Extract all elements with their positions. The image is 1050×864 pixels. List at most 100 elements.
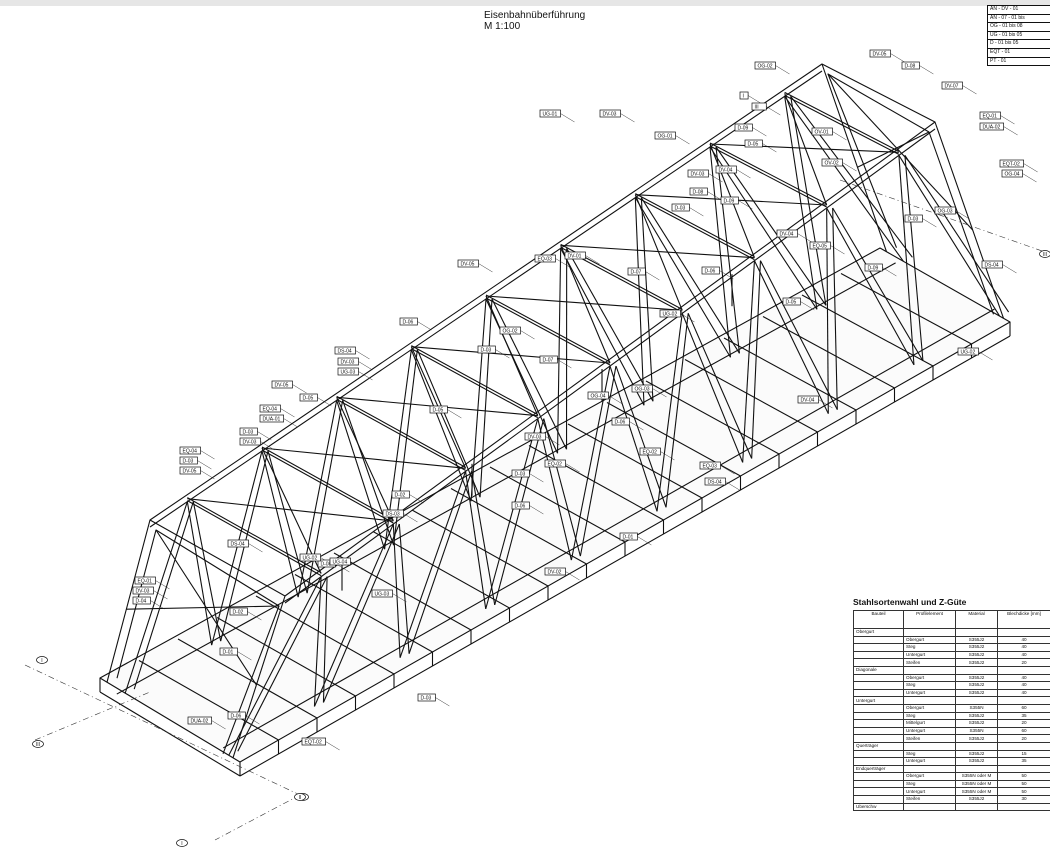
part-tag: D-02	[229, 607, 248, 615]
top-x-brace	[261, 447, 322, 574]
part-tag-leader	[978, 351, 993, 361]
part-tag-label: D-03	[515, 471, 526, 477]
material-value: S355J2	[955, 734, 998, 743]
part-tag-label: EQ-03	[703, 463, 718, 469]
part-tag-label: DS-04	[338, 348, 352, 354]
axis-line	[839, 179, 1046, 253]
part-tag-box	[179, 446, 201, 455]
part-tag-box	[754, 61, 776, 70]
front-truss-diagonal	[485, 418, 539, 610]
top-cross-beam	[635, 196, 755, 261]
axis-marker-circle	[32, 740, 44, 748]
rear-truss-diagonal	[715, 146, 827, 306]
thickness-value: 40	[997, 650, 1050, 660]
part-tag-label: DUA-02	[191, 718, 209, 724]
part-tag: D-03	[239, 427, 258, 435]
part-tag: EQ-02	[544, 459, 566, 467]
part-tag-leader	[478, 263, 493, 273]
rear-truss-diagonal	[186, 501, 213, 646]
part-tag: EQ-03	[699, 461, 721, 469]
part-tag-box	[337, 357, 359, 366]
thickness-value: 15	[997, 749, 1050, 759]
part-tag: DV-04	[715, 165, 737, 173]
part-tag: UG-01	[539, 109, 561, 117]
steel-table-cell	[997, 802, 1050, 812]
cross-beam	[450, 488, 587, 565]
part-tag-leader	[955, 210, 970, 220]
axis-markers: IIIIIIIIIIII	[32, 250, 1050, 847]
steel-table-cell	[853, 688, 904, 698]
part-tag-label: EQ-04	[183, 448, 198, 454]
part-tag-label: D-07	[543, 357, 554, 363]
part-tag-leader	[245, 715, 260, 725]
rear-truss-diagonal	[715, 146, 741, 354]
part-tag-label: I	[743, 93, 744, 99]
part-tag-box	[227, 711, 246, 720]
profile-element: Untergurt	[903, 688, 956, 698]
part-tag-leader	[922, 218, 937, 228]
part-tag-leader	[962, 85, 977, 95]
part-tag-label: D-08	[905, 63, 916, 69]
part-tag-leader	[358, 361, 373, 371]
part-tag-label: DV-03	[691, 171, 705, 177]
part-tag-leader	[620, 113, 635, 123]
steel-table-cell	[853, 719, 904, 728]
top-x-brace	[560, 244, 755, 259]
part-tag-label: OG-03	[938, 208, 953, 214]
steel-table-cell	[853, 757, 904, 766]
part-tag-label: DV-05	[275, 382, 289, 388]
part-tag-box	[864, 263, 883, 272]
front-truss-diagonal	[656, 313, 683, 512]
cross-beam	[840, 273, 972, 345]
top-cross-beam	[187, 500, 322, 577]
part-tag-label: D-06	[615, 419, 626, 425]
top-cross-beam	[784, 94, 900, 155]
axis-line	[24, 664, 301, 796]
far-end-portal	[821, 63, 1005, 319]
part-tag-leader	[545, 436, 560, 446]
rear-truss-diagonal	[124, 501, 188, 694]
part-tag-leader	[660, 451, 675, 461]
part-tag: OG-01	[654, 131, 676, 139]
part-tag-leader	[392, 593, 407, 603]
part-tag-leader	[197, 460, 212, 470]
steel-table-cell	[853, 635, 904, 645]
rear-truss-diagonal	[342, 400, 395, 546]
part-tag-leader	[317, 397, 332, 407]
thickness-value: 50	[997, 772, 1050, 781]
top-cross-beam	[411, 348, 539, 419]
part-tag-leader	[719, 270, 734, 280]
legend-row: EQT - 01	[988, 49, 1050, 58]
part-tag-label: DS-03	[386, 511, 400, 517]
part-tag-leader	[211, 720, 226, 730]
part-tag-box	[809, 241, 831, 250]
rear-truss-diagonal	[336, 400, 386, 550]
material-value: S355N oder M	[955, 779, 998, 789]
steel-table-cell	[997, 741, 1050, 751]
part-tag-leader	[292, 384, 307, 394]
part-tag: D-06	[399, 317, 418, 325]
far-end-portal	[827, 73, 974, 231]
part-tag-leader	[629, 421, 644, 431]
steel-table-cell	[955, 741, 998, 751]
part-tag: DV-05	[271, 380, 293, 388]
part-tag-box	[179, 456, 198, 465]
part-tag-box	[382, 509, 404, 518]
steel-table-cell	[853, 703, 904, 713]
part-tag-label: EQ-04	[263, 406, 278, 412]
steel-table-cell	[997, 696, 1050, 705]
thickness-value: 20	[997, 734, 1050, 743]
part-tag: EQT-02	[999, 159, 1024, 167]
part-tag-box	[934, 206, 956, 215]
rear-truss-diagonal	[784, 96, 818, 310]
steel-table-cell	[853, 749, 904, 759]
part-tag-box	[659, 309, 681, 318]
part-tag: D-06	[611, 417, 630, 425]
steel-table-cell	[997, 665, 1050, 675]
part-tag: DV-01	[564, 251, 586, 259]
